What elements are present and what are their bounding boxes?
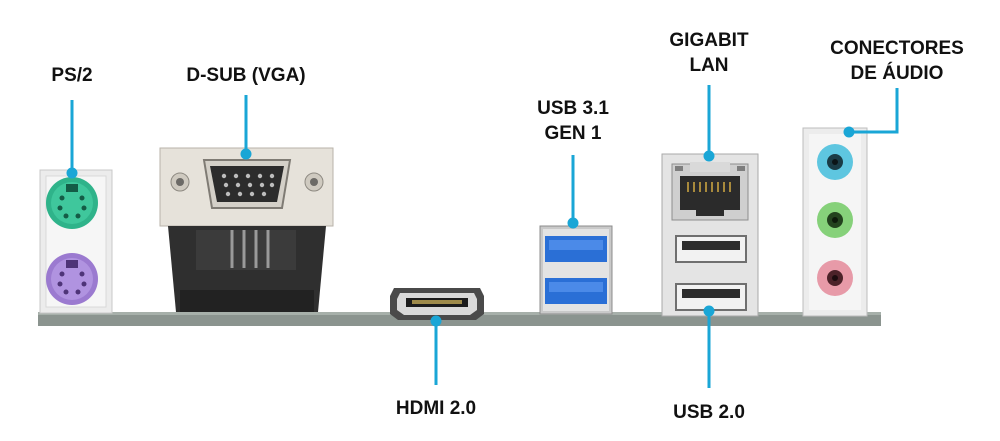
ps2-keyboard-port (46, 177, 98, 229)
audio-line-in-jack (817, 144, 853, 180)
label-usb20: USB 2.0 (673, 402, 745, 423)
callout-audio (849, 88, 899, 134)
label-hdmi: HDMI 2.0 (395, 398, 477, 419)
usb31-gen1-ports (539, 225, 613, 315)
label-ps2: PS/2 (51, 65, 93, 86)
label-usb31-gen1: USB 3.1 GEN 1 (537, 98, 609, 144)
usb20-ports (675, 235, 747, 311)
gigabit-lan-port (671, 162, 749, 221)
ps2-mouse-port (46, 253, 98, 305)
label-gigabit-lan: GIGABIT LAN (669, 30, 749, 76)
lan-usb20-stack (661, 153, 759, 317)
audio-mic-jack (817, 260, 853, 296)
audio-line-out-jack (817, 202, 853, 238)
label-dsub-vga: D-SUB (VGA) (186, 65, 306, 86)
ps2-ports (39, 169, 113, 314)
label-audio-connectors: CONECTORES DE ÁUDIO (830, 38, 964, 84)
audio-jacks (802, 127, 868, 317)
vga-port (159, 147, 334, 312)
callout-lines (66, 85, 899, 388)
hdmi-port (390, 288, 484, 320)
